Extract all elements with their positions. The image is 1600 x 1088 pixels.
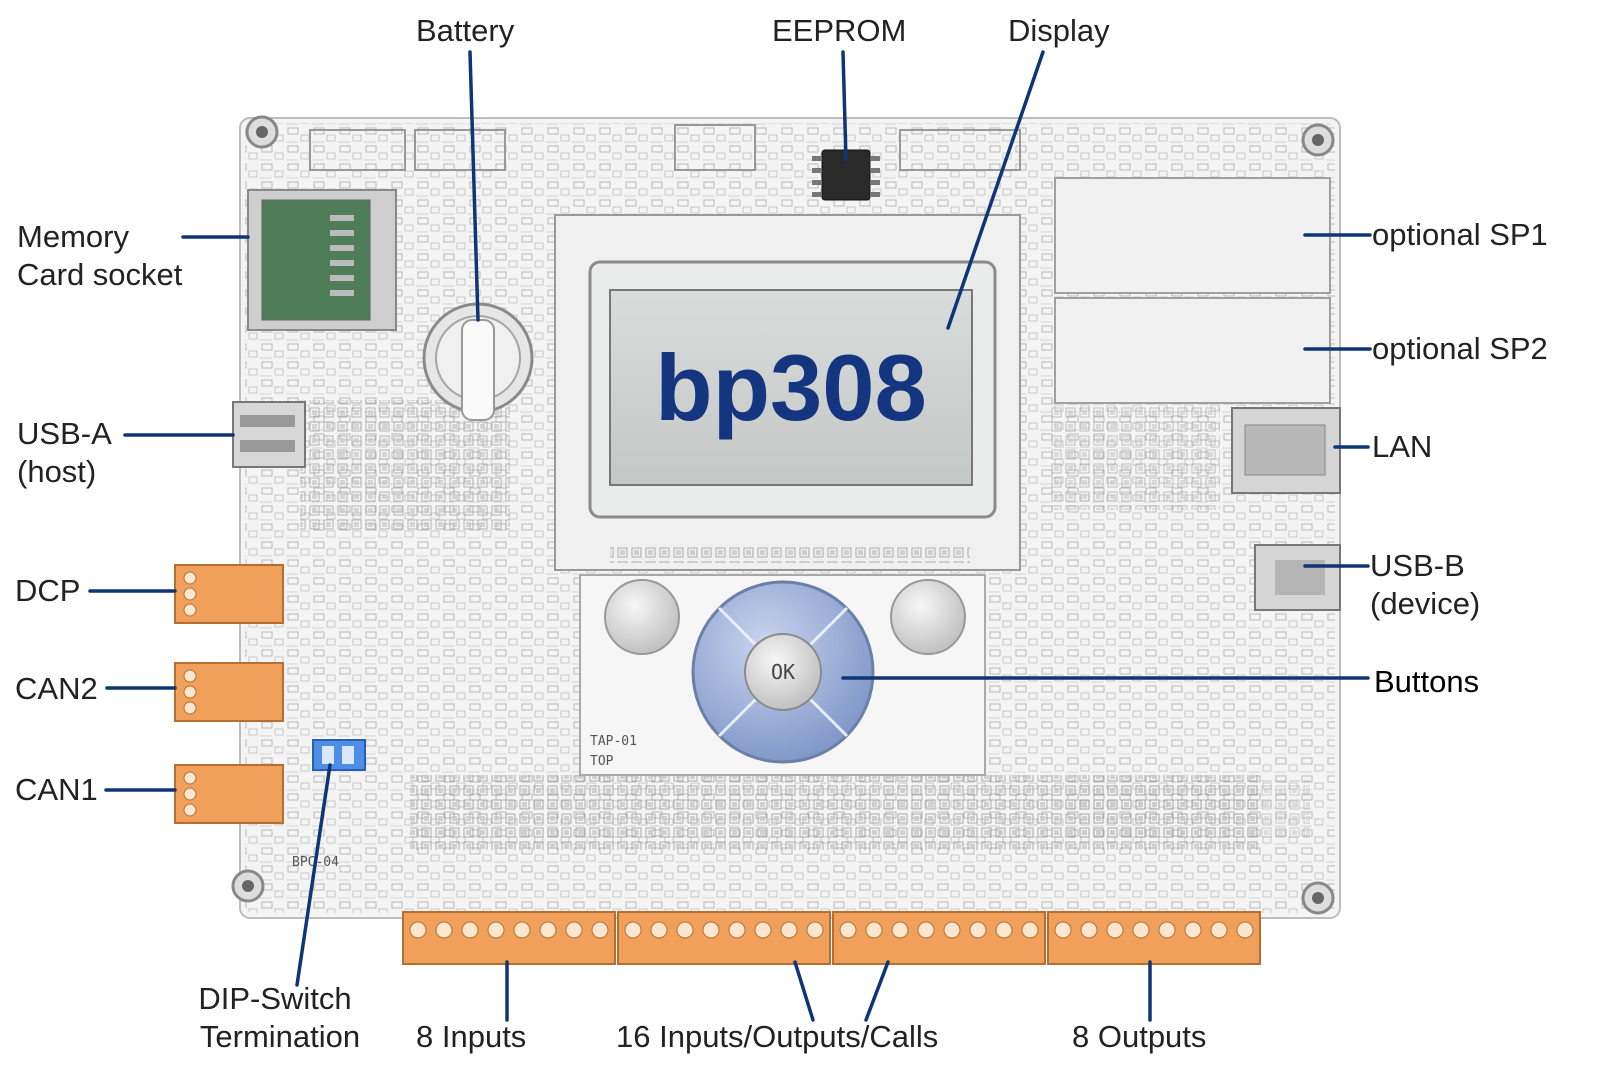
terminal-8-outputs [1047,911,1261,965]
usb-b-label-line1: USB-B [1370,548,1465,583]
can1-terminal [174,764,284,824]
display-label: Display [1008,13,1110,48]
keypad: OK TAP-01 TOP [579,574,986,776]
dip-switch-callout-line [295,763,332,987]
eeprom-label: EEPROM [772,13,907,48]
usb-a-port [232,401,306,468]
terminal-io-a [617,911,831,965]
battery-callout-line [468,50,480,322]
dcp-terminal [174,564,284,624]
dip-switch [312,739,366,771]
buttons-label: Buttons [1374,664,1480,699]
can2-label: CAN2 [15,671,98,706]
display-module: bp308 [554,214,1021,571]
memory-card-socket [247,189,397,331]
terminal-io-b [832,911,1046,965]
display-text: bp308 [655,335,927,440]
right-softkey-button[interactable] [890,579,966,655]
can1-label: CAN1 [15,772,98,807]
inputs8-label: 8 Inputs [416,1019,527,1054]
keypad-side-silkscreen: TOP [590,754,614,769]
terminal-8-inputs [402,911,616,965]
usb-a-label-line1: USB-A [17,416,112,451]
callout-lines [88,50,1372,1022]
can2-terminal [174,662,284,722]
battery-holder [422,302,534,421]
io16-callout-line-a [793,960,815,1022]
outputs8-label: 8 Outputs [1072,1019,1207,1054]
battery-label: Battery [416,13,515,48]
memory-card-label-line2: Card socket [17,257,183,292]
dip-switch-label-line1: DIP-Switch [198,981,352,1016]
eeprom-chip [812,149,880,201]
usb-b-label-line2: (device) [1370,586,1481,621]
memory-card-label-line1: Memory [17,219,129,254]
display-callout-line [946,50,1045,330]
ok-button-label: OK [771,660,795,684]
ok-button[interactable] [744,633,822,711]
sp1-label: optional SP1 [1372,217,1548,252]
sp2-label: optional SP2 [1372,331,1548,366]
lan-label: LAN [1372,429,1433,464]
keypad-code-silkscreen: TAP-01 [590,734,637,749]
eeprom-callout-line [841,50,848,162]
dcp-label: DCP [15,573,81,608]
io16-callout-line-b [864,960,890,1022]
dip-switch-label-line2: Termination [199,1019,361,1054]
usb-a-label-line2: (host) [17,454,97,489]
left-softkey-button[interactable] [604,579,680,655]
usb-b-port [1254,544,1341,611]
io16-label: 16 Inputs/Outputs/Calls [616,1019,939,1054]
lan-port [1231,407,1341,494]
